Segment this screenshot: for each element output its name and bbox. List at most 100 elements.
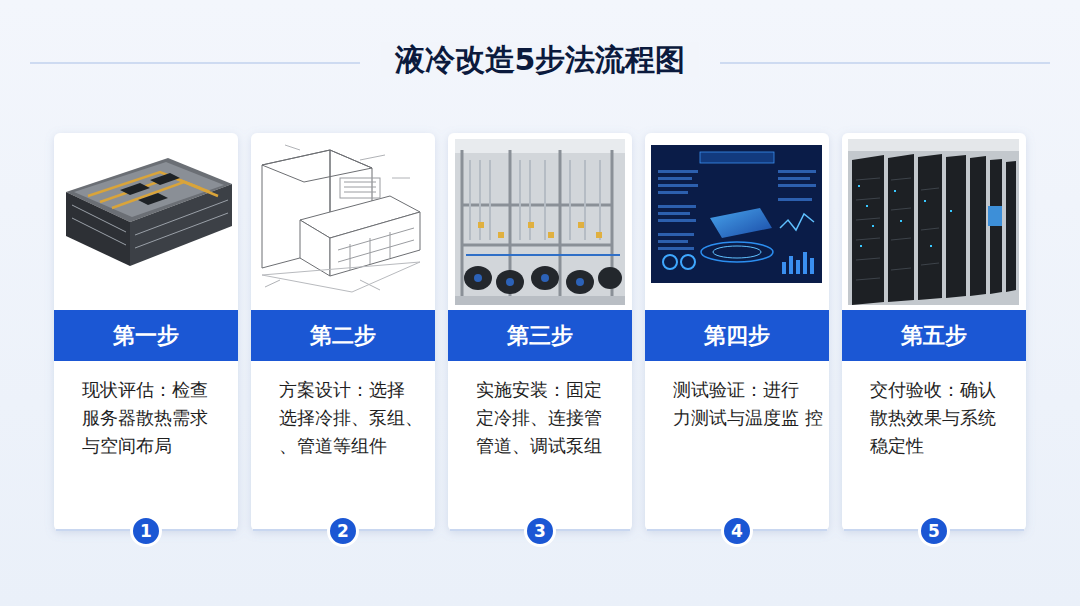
installation-photo-part-part bbox=[462, 244, 612, 247]
server-racks-part-part bbox=[872, 225, 874, 227]
server-racks-part bbox=[856, 178, 939, 280]
monitoring-dashboard-part bbox=[782, 252, 814, 274]
installation-photo-part bbox=[462, 150, 612, 300]
step-card: 交付验收：确认 散热效果与系统 稳定性第五步5 bbox=[842, 133, 1026, 531]
server-racks-part bbox=[858, 185, 952, 247]
server-racks-part-part bbox=[946, 155, 966, 298]
step-number-circle: 5 bbox=[918, 515, 950, 547]
server-racks-part-part bbox=[891, 238, 911, 240]
monitoring-dashboard-part-part bbox=[778, 170, 816, 173]
monitoring-dashboard-part-part bbox=[658, 184, 698, 187]
step-number: 5 bbox=[928, 521, 940, 541]
installation-photo-part-part bbox=[474, 274, 482, 282]
step-number-circle: 2 bbox=[327, 515, 359, 547]
installation-photo-part-part bbox=[596, 232, 602, 238]
server-racks-part-part bbox=[921, 228, 939, 230]
card-backgrounds-part bbox=[842, 133, 1026, 531]
monitoring-dashboard-part bbox=[681, 255, 695, 269]
step-header-band: 第二步 bbox=[251, 310, 435, 361]
server-illustration-part bbox=[74, 162, 224, 217]
server-racks-part-part bbox=[918, 154, 942, 300]
design-sketch-part-part bbox=[344, 182, 376, 183]
installation-photo-part-part bbox=[489, 160, 491, 240]
monitoring-dashboard-part bbox=[710, 208, 772, 238]
monitoring-dashboard bbox=[651, 145, 822, 283]
monitoring-dashboard-part bbox=[651, 145, 822, 283]
card-backgrounds-part bbox=[54, 133, 238, 531]
installation-photo-part bbox=[455, 139, 625, 153]
card-backgrounds-part bbox=[251, 133, 435, 531]
server-illustration-part-part bbox=[72, 205, 126, 232]
monitoring-dashboard-part bbox=[701, 242, 773, 262]
step-description: 实施安装：固定 定冷排、连接管 管道、调试泵组 bbox=[476, 376, 626, 460]
server-racks-part bbox=[848, 139, 1019, 151]
server-racks-part-part bbox=[930, 245, 932, 247]
step-number: 3 bbox=[534, 521, 546, 541]
design-sketch-part-part bbox=[344, 192, 376, 193]
monitoring-dashboard-part-part bbox=[658, 247, 694, 250]
design-sketch-part bbox=[330, 212, 420, 276]
monitoring-dashboard-part-part bbox=[796, 260, 800, 274]
monitoring-dashboard-part bbox=[713, 246, 761, 258]
monitoring-dashboard-part-part bbox=[658, 240, 688, 243]
server-illustration-part-part bbox=[112, 182, 218, 208]
installation-photo-part-part bbox=[569, 160, 571, 240]
monitoring-dashboard-part bbox=[663, 255, 677, 269]
design-sketch-part-part bbox=[392, 178, 410, 179]
server-racks-part-part bbox=[858, 185, 860, 187]
design-sketch-part bbox=[338, 178, 414, 270]
monitoring-dashboard-part-part bbox=[778, 184, 816, 187]
installation-photo-part-part bbox=[461, 150, 464, 300]
server-racks-part bbox=[988, 206, 1002, 226]
step-description: 测试验证：进行 力测试与温度监 控 bbox=[673, 376, 823, 432]
server-racks-part-part bbox=[856, 278, 880, 280]
installation-photo-part-part bbox=[466, 254, 620, 256]
monitoring-dashboard-part-part bbox=[782, 262, 786, 274]
installation-photo-part-part bbox=[531, 266, 559, 290]
installation-photo-part-part bbox=[462, 204, 612, 207]
card-backgrounds-part bbox=[448, 133, 632, 531]
installation-photo-part-part bbox=[498, 232, 504, 238]
step-number-circle: 1 bbox=[130, 515, 162, 547]
monitoring-dashboard-part-part bbox=[810, 258, 814, 274]
step-header-band: 第四步 bbox=[645, 310, 829, 361]
card-backgrounds bbox=[54, 133, 1026, 531]
diagram-title: 液冷改造5步法流程图 bbox=[381, 42, 700, 77]
design-sketch-part-part bbox=[340, 178, 380, 198]
monitoring-dashboard-part-part bbox=[658, 191, 688, 194]
step-heading: 第二步 bbox=[310, 321, 376, 351]
installation-photo-part-part bbox=[528, 222, 534, 228]
step-card: 测试验证：进行 力测试与温度监 控第四步4 bbox=[645, 133, 829, 531]
monitoring-dashboard-part bbox=[700, 152, 774, 163]
step-number-circle: 3 bbox=[524, 515, 556, 547]
server-illustration-part-part bbox=[135, 213, 228, 248]
design-sketch-part-part bbox=[338, 240, 414, 262]
monitoring-dashboard-part-part bbox=[658, 205, 696, 208]
step-card: 现状评估：检查 服务器散热需求 与空间布局第一步1 bbox=[54, 133, 238, 531]
monitoring-dashboard-part-part bbox=[778, 177, 810, 180]
step-header-band: 第五步 bbox=[842, 310, 1026, 361]
installation-photo-part-part bbox=[599, 160, 601, 240]
server-racks-part-part bbox=[891, 268, 911, 270]
step-number-circle: 4 bbox=[721, 515, 753, 547]
server-racks-part-part bbox=[856, 178, 880, 180]
installation-photo-part-part bbox=[496, 270, 524, 294]
step-header-band: 第一步 bbox=[54, 310, 238, 361]
step-header-band: 第三步 bbox=[448, 310, 632, 361]
server-illustration-part bbox=[72, 200, 228, 248]
design-sketch-part-part bbox=[360, 155, 385, 160]
server-illustration-part-part bbox=[88, 172, 200, 196]
installation-photo-part bbox=[455, 296, 625, 305]
installation-photo-part bbox=[455, 139, 625, 305]
design-sketch-part-part bbox=[338, 228, 414, 250]
installation-photo-part bbox=[464, 266, 622, 294]
server-racks-part-part bbox=[900, 220, 902, 222]
installation-photo-part-part bbox=[584, 160, 586, 240]
installation-photo-part-part bbox=[598, 267, 622, 289]
design-sketch-part bbox=[262, 262, 420, 292]
server-racks-part-part bbox=[860, 245, 862, 247]
installation-photo-part bbox=[478, 222, 602, 238]
server-illustration-part-part bbox=[120, 183, 150, 195]
design-sketch-part-part bbox=[390, 232, 391, 258]
installation-photo-part-part bbox=[544, 160, 546, 240]
